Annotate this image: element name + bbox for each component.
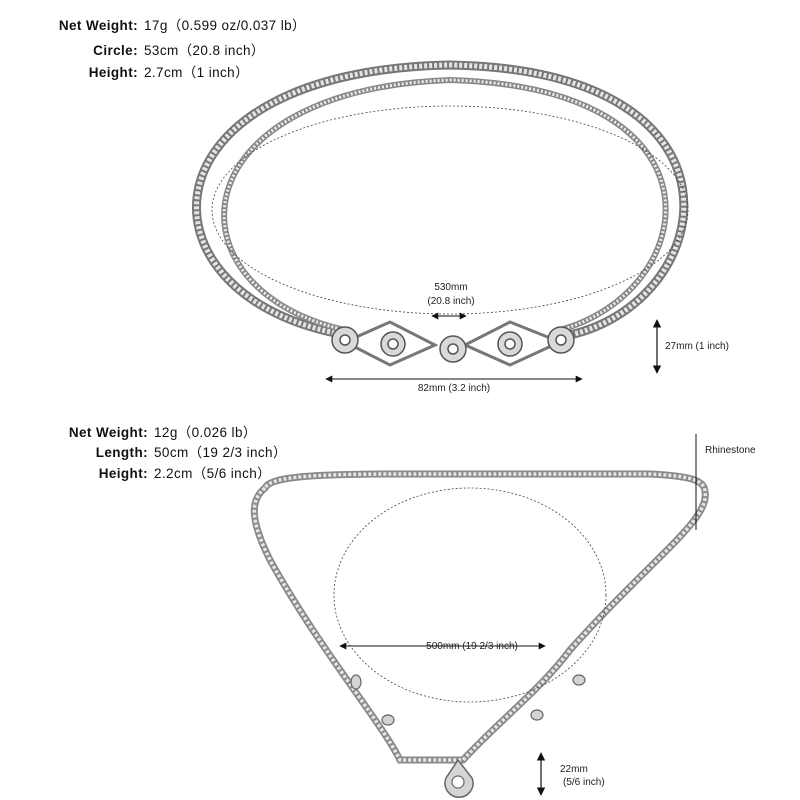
width-label: 82mm (3.2 inch)	[417, 383, 491, 394]
spec-value: 2.7cm（1 inch）	[144, 65, 249, 80]
spec-value: 2.2cm（5/6 inch）	[154, 466, 272, 481]
spec-label: Net Weight:	[68, 425, 148, 440]
circle-guide-line	[211, 105, 689, 315]
spec-label: Height:	[88, 65, 138, 80]
circle-inch-label: (20.8 inch)	[427, 296, 475, 307]
spec-net-weight-1: Net Weight: 17g（0.599 oz/0.037 lb）	[0, 14, 306, 34]
spec-value: 53cm（20.8 inch）	[144, 43, 265, 58]
spec-length-2: Length: 50cm（19 2/3 inch）	[0, 441, 287, 461]
circle-mm-label: 530mm	[434, 282, 468, 293]
length-label: 500mm (19 2/3 inch)	[426, 641, 518, 652]
height-label: 27mm (1 inch)	[665, 341, 729, 352]
necklace-chain	[250, 470, 709, 764]
headband-chain	[192, 60, 689, 340]
rhinestone-drops	[350, 674, 586, 798]
spec-value: 12g（0.026 lb）	[154, 425, 257, 440]
length-guide-line	[333, 487, 607, 703]
height-inch-label: (5/6 inch)	[563, 777, 605, 788]
rhinestone-centerpiece	[331, 320, 575, 367]
spec-label: Length:	[95, 445, 148, 460]
height-mm-label: 22mm	[560, 764, 588, 775]
spec-value: 17g（0.599 oz/0.037 lb）	[144, 18, 306, 33]
spec-circle-1: Circle: 53cm（20.8 inch）	[0, 39, 265, 59]
spec-label: Circle:	[93, 43, 138, 58]
rhinestone-label: Rhinestone	[705, 445, 756, 456]
spec-label: Net Weight:	[58, 18, 138, 33]
spec-height-1: Height: 2.7cm（1 inch）	[0, 61, 249, 81]
spec-label: Height:	[98, 466, 148, 481]
spec-height-2: Height: 2.2cm（5/6 inch）	[0, 462, 271, 482]
spec-net-weight-2: Net Weight: 12g（0.026 lb）	[0, 421, 257, 441]
spec-value: 50cm（19 2/3 inch）	[154, 445, 287, 460]
